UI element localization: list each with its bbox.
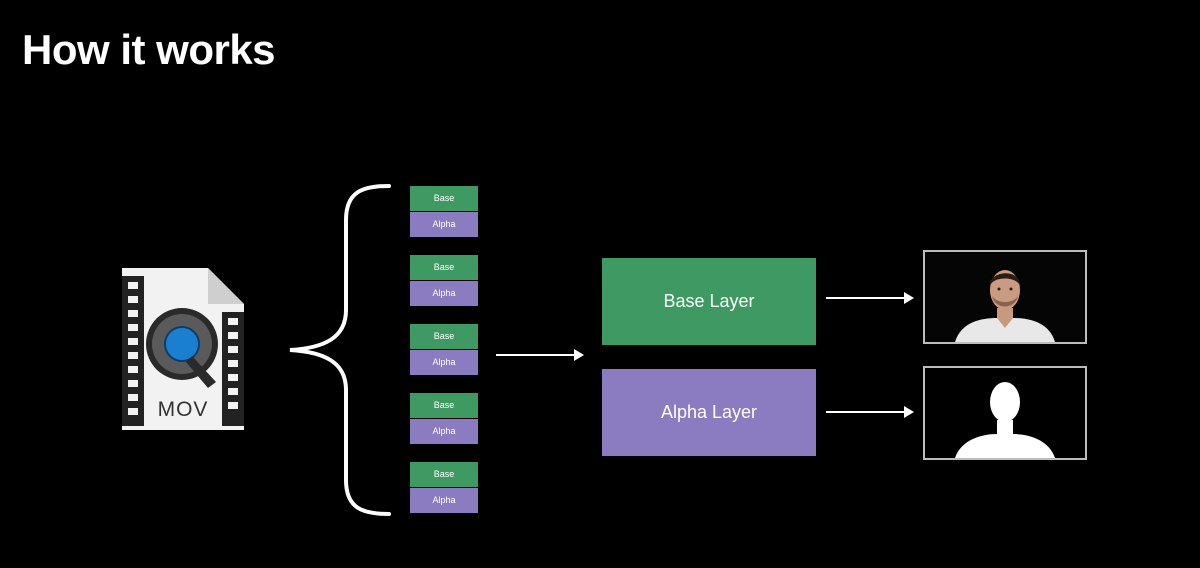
quicktime-file-icon (122, 268, 244, 435)
frame-base-label: Base (410, 324, 478, 349)
frame-alpha-label: Alpha (410, 212, 478, 237)
frame-alpha-label: Alpha (410, 488, 478, 513)
alpha-layer-label: Alpha Layer (660, 402, 758, 422)
frame-1: Base Alpha (410, 186, 478, 237)
frame-base-label: Base (410, 462, 478, 487)
arrow-right-icon (826, 405, 916, 424)
curly-brace (284, 180, 394, 525)
alpha-layer-box: Alpha Layer (602, 369, 816, 456)
frame-2: Base Alpha (410, 255, 478, 306)
frame-alpha-label: Alpha (410, 350, 478, 375)
file-type-label: MOV (157, 398, 209, 421)
slide-title: How it works (22, 26, 276, 73)
frame-3: Base Alpha (410, 324, 478, 375)
person-silhouette-icon (925, 368, 1085, 458)
frame-base-label: Base (410, 255, 478, 280)
arrow-right-icon (496, 348, 586, 367)
alpha-output-thumbnail (923, 366, 1087, 460)
base-layer-label: Base Layer (663, 291, 755, 311)
base-output-thumbnail (923, 250, 1087, 344)
frame-base-label: Base (410, 393, 478, 418)
base-layer-box: Base Layer (602, 258, 816, 345)
arrow-right-icon (826, 291, 916, 310)
person-video-thumbnail-icon (925, 252, 1085, 342)
frame-alpha-label: Alpha (410, 281, 478, 306)
frame-5: Base Alpha (410, 462, 478, 513)
frame-4: Base Alpha (410, 393, 478, 444)
frame-alpha-label: Alpha (410, 419, 478, 444)
frame-base-label: Base (410, 186, 478, 211)
